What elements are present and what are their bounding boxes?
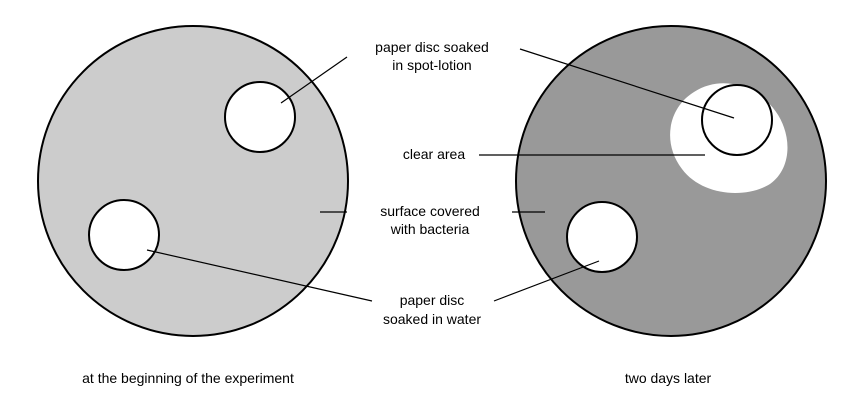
labels: paper disc soaked in spot-lotion clear a… [375,39,489,327]
dish-start [37,25,349,337]
disc-water-start [88,199,160,271]
label-disc-spot-lotion-line1: paper disc soaked [375,39,489,55]
caption-start: at the beginning of the experiment [82,370,294,386]
disc-spot-lotion-start [224,81,296,153]
captions: at the beginning of the experiment two d… [82,370,711,386]
disc-spot-lotion-later [701,84,773,156]
label-disc-water-line2: soaked in water [383,311,481,327]
label-clear-area: clear area [403,146,465,162]
label-disc-spot-lotion-line2: in spot-lotion [392,57,471,73]
leader-spot-lotion-right [519,48,735,119]
dish-start-plate [37,25,349,337]
leader-water-right [493,260,600,302]
caption-later: two days later [625,370,712,386]
leader-spot-lotion-left [280,56,348,104]
dish-later-plate [515,25,827,337]
label-bacteria-line2: with bacteria [390,221,470,237]
label-disc-water-line1: paper disc [400,292,465,308]
dish-later [515,25,827,337]
disc-water-later [566,201,638,273]
label-bacteria-line1: surface covered [380,203,480,219]
leader-water-left [146,249,373,302]
leader-lines [146,48,735,302]
